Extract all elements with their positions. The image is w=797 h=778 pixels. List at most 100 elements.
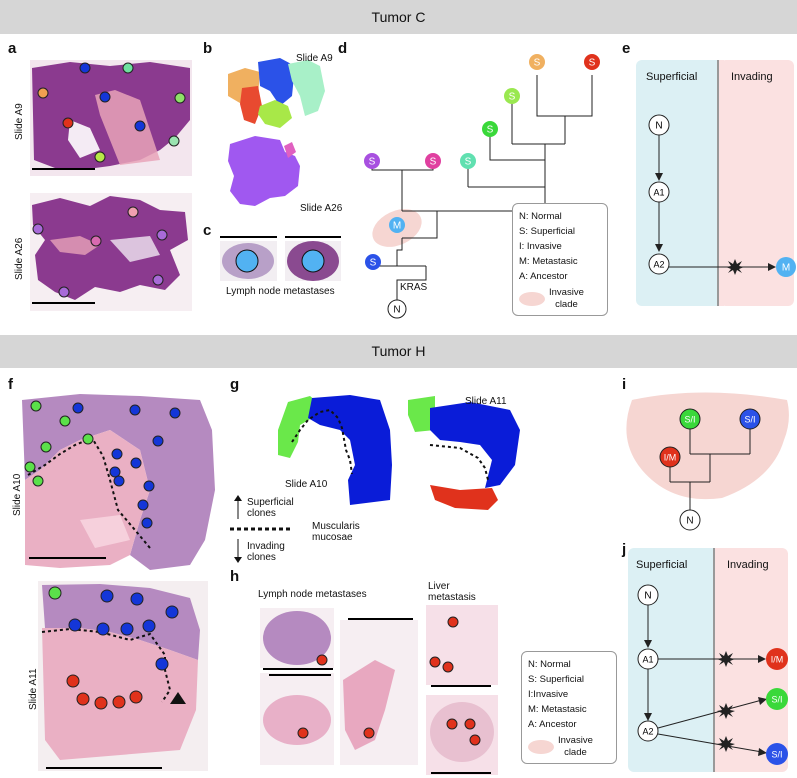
node-a2 [648, 253, 670, 275]
panel-label-h: h [230, 568, 240, 585]
metastasis-dot [442, 661, 454, 673]
panel-f-histology [22, 394, 217, 771]
tree-node-s [584, 54, 600, 70]
tree-node-s [460, 153, 476, 169]
tree-node-list: S S S S S S S M S N [364, 54, 600, 319]
clone-dot [66, 674, 80, 688]
invading-title: Invading [731, 71, 773, 83]
clone-dot [129, 690, 143, 704]
panel-label-b: b [203, 40, 213, 57]
metastasis-dot [301, 249, 325, 273]
node-i-m [766, 648, 788, 670]
clone-dot [152, 435, 164, 447]
slide-a26-label-b: Slide A26 [300, 203, 343, 214]
clone-dot [169, 407, 181, 419]
tree-node-label: S [589, 58, 596, 69]
clone-region-red [240, 86, 262, 124]
clone-dot [76, 692, 90, 706]
clone-dot [155, 657, 169, 671]
clone-dot [40, 441, 52, 453]
invading-region [712, 548, 788, 772]
legend-item: I:Invasive [528, 689, 569, 700]
superficial-title: Superficial [636, 559, 687, 571]
invasive-clade-shade [626, 392, 789, 500]
svg-text:S/I: S/I [771, 750, 782, 760]
legend-item: A: Ancestor [528, 719, 577, 730]
node-n [679, 509, 701, 531]
clone-dot [58, 286, 70, 298]
legend-item: N: Normal [519, 211, 562, 222]
slide-a10-label: Slide A10 [12, 473, 23, 516]
legend-item: M: Metastasic [519, 256, 578, 267]
metastasis-dot [235, 249, 259, 273]
node-a2 [637, 720, 659, 742]
clone-region-lime [258, 100, 292, 128]
clone-dot [152, 274, 164, 286]
tree-node-label: S [369, 157, 376, 168]
metastasis-dot [297, 727, 309, 739]
muscularis-mucosae-line [429, 444, 489, 481]
superficial-region [636, 60, 720, 306]
slide-a11-tissue-purple [42, 584, 200, 660]
clone-dot [165, 605, 179, 619]
legend-tumor-c: N: Normal S: Superficial I: Invasive M: … [512, 203, 608, 316]
slide-a9-label: Slide A9 [14, 103, 25, 140]
metastasis-dot [316, 654, 328, 666]
svg-text:M: M [782, 263, 790, 274]
clone-dot [24, 461, 36, 473]
clone-dot [79, 62, 91, 74]
legend-item: M: Metastasic [528, 704, 587, 715]
clone-region-purple [228, 136, 300, 206]
legend-invasive-line2: clade [555, 299, 578, 310]
clone-dot [112, 695, 126, 709]
legend-invasive-line2: clade [564, 747, 587, 758]
clone-region-red [430, 485, 498, 510]
muscularis-mucosae-line [41, 627, 172, 703]
clone-dot [90, 235, 102, 247]
slide-a10-tissue-purple [22, 394, 215, 570]
muscularis-mucosae-line [27, 436, 151, 549]
tree-node-label: M [393, 221, 401, 232]
tree-node-s [365, 254, 381, 270]
tree-node-label: N [393, 305, 400, 316]
clone-dot [62, 117, 74, 129]
legend-tumor-h: N: Normal S: Superficial I:Invasive M: M… [521, 651, 617, 764]
clone-dot [99, 91, 111, 103]
svg-text:A2: A2 [653, 260, 664, 270]
clone-region-blue [308, 395, 392, 505]
panel-b-clone-map [228, 58, 325, 206]
svg-text:A2: A2 [642, 727, 653, 737]
svg-text:S/I: S/I [771, 695, 782, 705]
node-s-i [766, 688, 788, 710]
tree-node-label: S [465, 157, 472, 168]
metastasis-dot [464, 718, 476, 730]
clone-dot [48, 586, 62, 600]
slide-a10-label-g: Slide A10 [285, 479, 328, 490]
tree-node-s [529, 54, 545, 70]
clone-dot [96, 622, 110, 636]
clone-dot [129, 404, 141, 416]
clone-region-green [408, 396, 435, 432]
tree-node-label: S [509, 92, 516, 103]
clone-dot [137, 499, 149, 511]
svg-text:A1: A1 [653, 188, 664, 198]
slide-a11-label-g: Slide A11 [465, 396, 507, 407]
clone-region-pink [284, 142, 296, 158]
panel-a-histology [30, 60, 192, 311]
clone-dot [130, 457, 142, 469]
svg-text:I/M: I/M [664, 453, 677, 463]
kras-mutation-label: KRAS [400, 282, 428, 293]
clone-dot [141, 517, 153, 529]
node-i-m [659, 446, 681, 468]
node-s-i [679, 408, 701, 430]
invasive-clade-swatch [519, 292, 545, 306]
svg-text:S/I: S/I [684, 415, 695, 425]
metastasis-dot [469, 734, 481, 746]
invading-title: Invading [727, 559, 769, 571]
panel-h-metastases [260, 605, 498, 775]
svg-text:I/M: I/M [771, 655, 784, 665]
